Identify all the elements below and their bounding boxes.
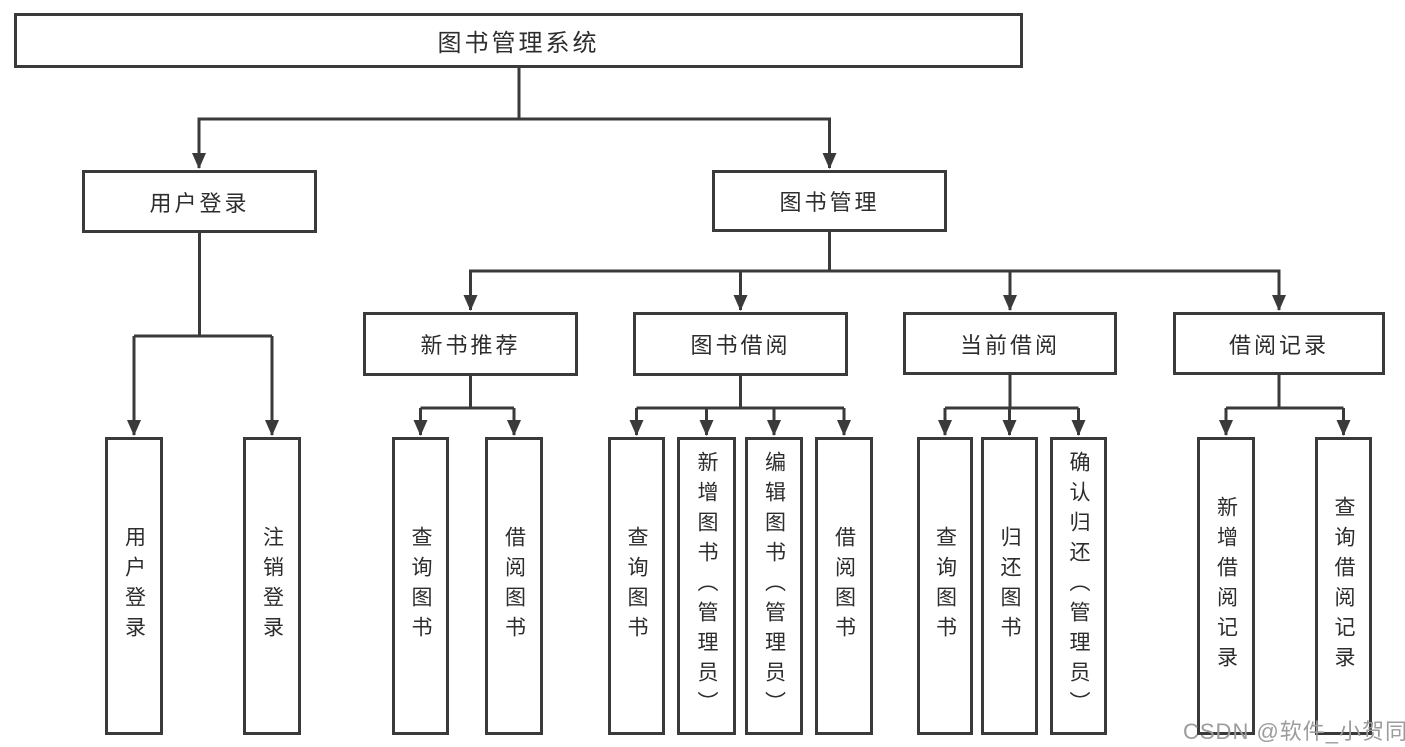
leaf-borrow-query-books: 查询图书: [608, 437, 665, 735]
leaf-current-query-books: 查询图书: [917, 437, 973, 735]
leaf-user-login: 用户登录: [105, 437, 163, 735]
leaf-recommend-query-books: 查询图书: [392, 437, 449, 735]
csdn-watermark: CSDN @软件_小贺同学: [1183, 719, 1405, 744]
leaf-edit-books-admin: 编辑图书（管理员）: [745, 437, 803, 735]
leaf-add-borrow-record: 新增借阅记录: [1197, 437, 1255, 735]
leaf-borrow-books: 借阅图书: [815, 437, 873, 735]
node-borrow-records: 借阅记录: [1173, 312, 1385, 375]
node-book-borrow: 图书借阅: [633, 312, 848, 376]
leaf-recommend-borrow-books: 借阅图书: [485, 437, 543, 735]
node-current-borrow: 当前借阅: [903, 312, 1117, 375]
leaf-return-books: 归还图书: [981, 437, 1038, 735]
node-root-system: 图书管理系统: [14, 13, 1023, 68]
leaf-logout: 注销登录: [243, 437, 301, 735]
node-user-login: 用户登录: [82, 170, 317, 233]
leaf-query-borrow-record: 查询借阅记录: [1315, 437, 1372, 735]
leaf-add-books-admin: 新增图书（管理员）: [677, 437, 736, 735]
leaf-confirm-return-admin: 确认归还（管理员）: [1050, 437, 1107, 735]
node-book-management: 图书管理: [712, 170, 947, 232]
node-new-book-recommend: 新书推荐: [363, 312, 578, 376]
